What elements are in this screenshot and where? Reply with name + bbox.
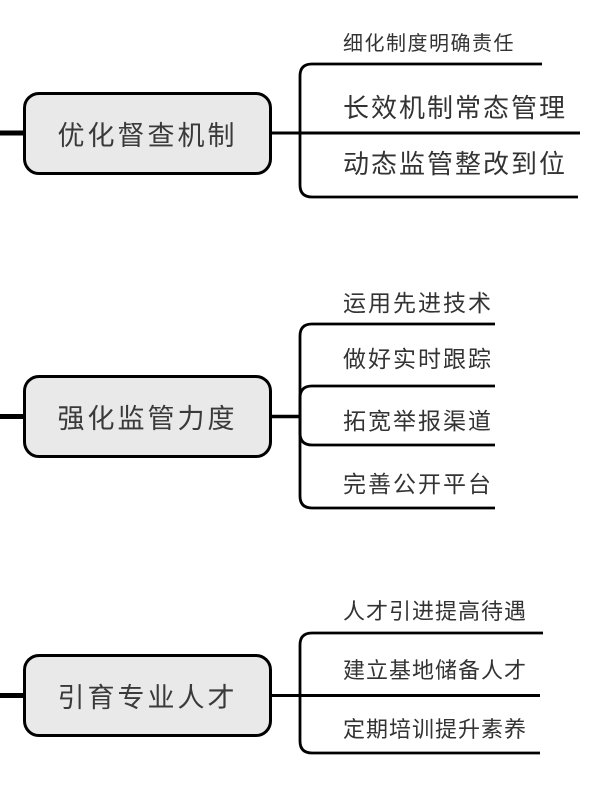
topic-node-regulation-strength: 强化监管力度 [23,375,272,458]
branch-label: 拓宽举报渠道 [343,409,493,434]
branch-label: 动态监管整改到位 [343,150,568,179]
topic-node-talent-cultivation: 引育专业人才 [23,654,272,737]
branch-bracket-2-inner [298,384,495,447]
topic-node-supervision-mechanism: 优化督查机制 [23,92,272,175]
branch-label: 完善公开平台 [343,472,493,497]
branch-bracket-3 [298,631,543,755]
branch-label: 定期培训提升素养 [343,717,528,742]
branch-label: 人才引进提高待遇 [343,599,528,624]
branch-label: 建立基地储备人才 [343,658,528,683]
branch-label: 运用先进技术 [343,291,493,316]
branch-label: 长效机制常态管理 [343,94,568,123]
branch-label: 细化制度明确责任 [343,33,515,55]
branch-label: 做好实时跟踪 [343,347,493,372]
branch-bracket-1 [298,62,578,199]
